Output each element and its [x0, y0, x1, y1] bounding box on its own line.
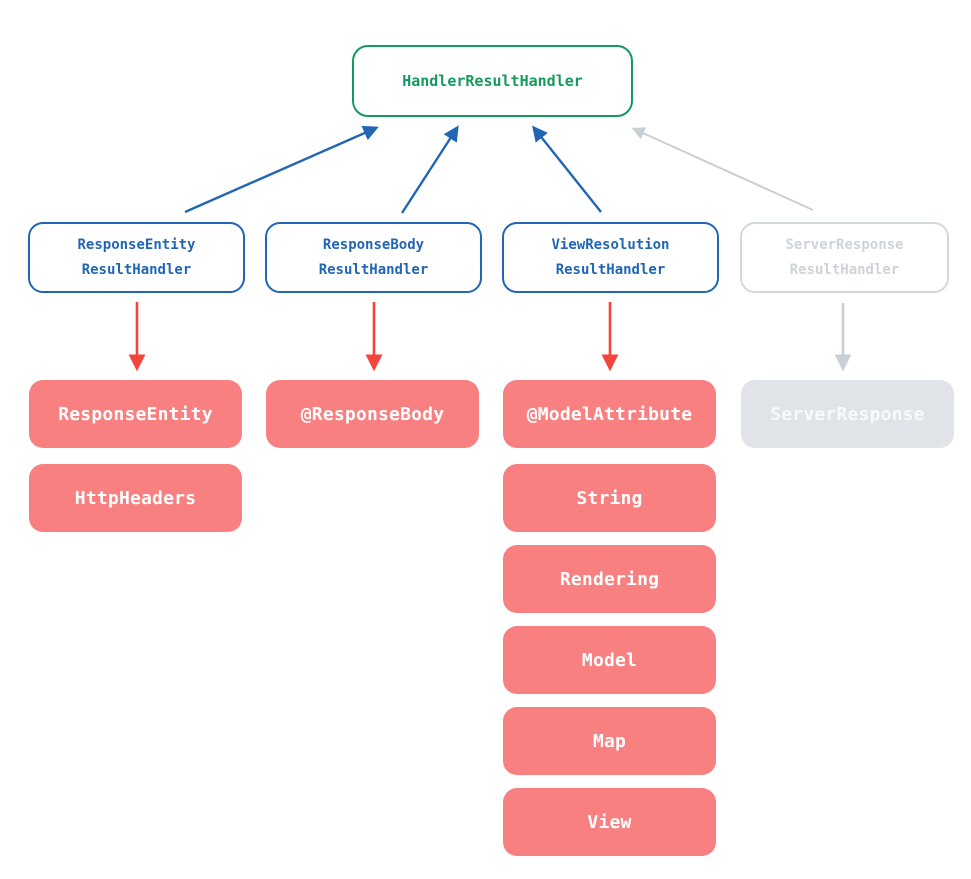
arrow-responseentity-to-root	[184, 125, 379, 214]
leaf-modelattribute-annotation: @ModelAttribute	[503, 380, 716, 448]
arrow-serverresponse-to-root	[631, 127, 814, 211]
node-responsebody-resulthandler: ResponseBody ResultHandler	[265, 222, 482, 293]
leaf-responseentity: ResponseEntity	[29, 380, 242, 448]
node-responseentity-resulthandler: ResponseEntity ResultHandler	[28, 222, 245, 293]
leaf-model: Model	[503, 626, 716, 694]
leaf-rendering: Rendering	[503, 545, 716, 613]
node-serverresponse-resulthandler: ServerResponse ResultHandler	[740, 222, 949, 293]
leaf-string: String	[503, 464, 716, 532]
leaf-map: Map	[503, 707, 716, 775]
leaf-responsebody-annotation: @ResponseBody	[266, 380, 479, 448]
node-viewresolution-resulthandler: ViewResolution ResultHandler	[502, 222, 719, 293]
leaf-httpheaders: HttpHeaders	[29, 464, 242, 532]
leaf-view: View	[503, 788, 716, 856]
node-handlerresulthandler: HandlerResultHandler	[352, 45, 633, 117]
leaf-serverresponse: ServerResponse	[741, 380, 954, 448]
arrow-responsebody-to-root	[400, 125, 459, 214]
arrow-viewresolution-to-root	[532, 125, 602, 213]
